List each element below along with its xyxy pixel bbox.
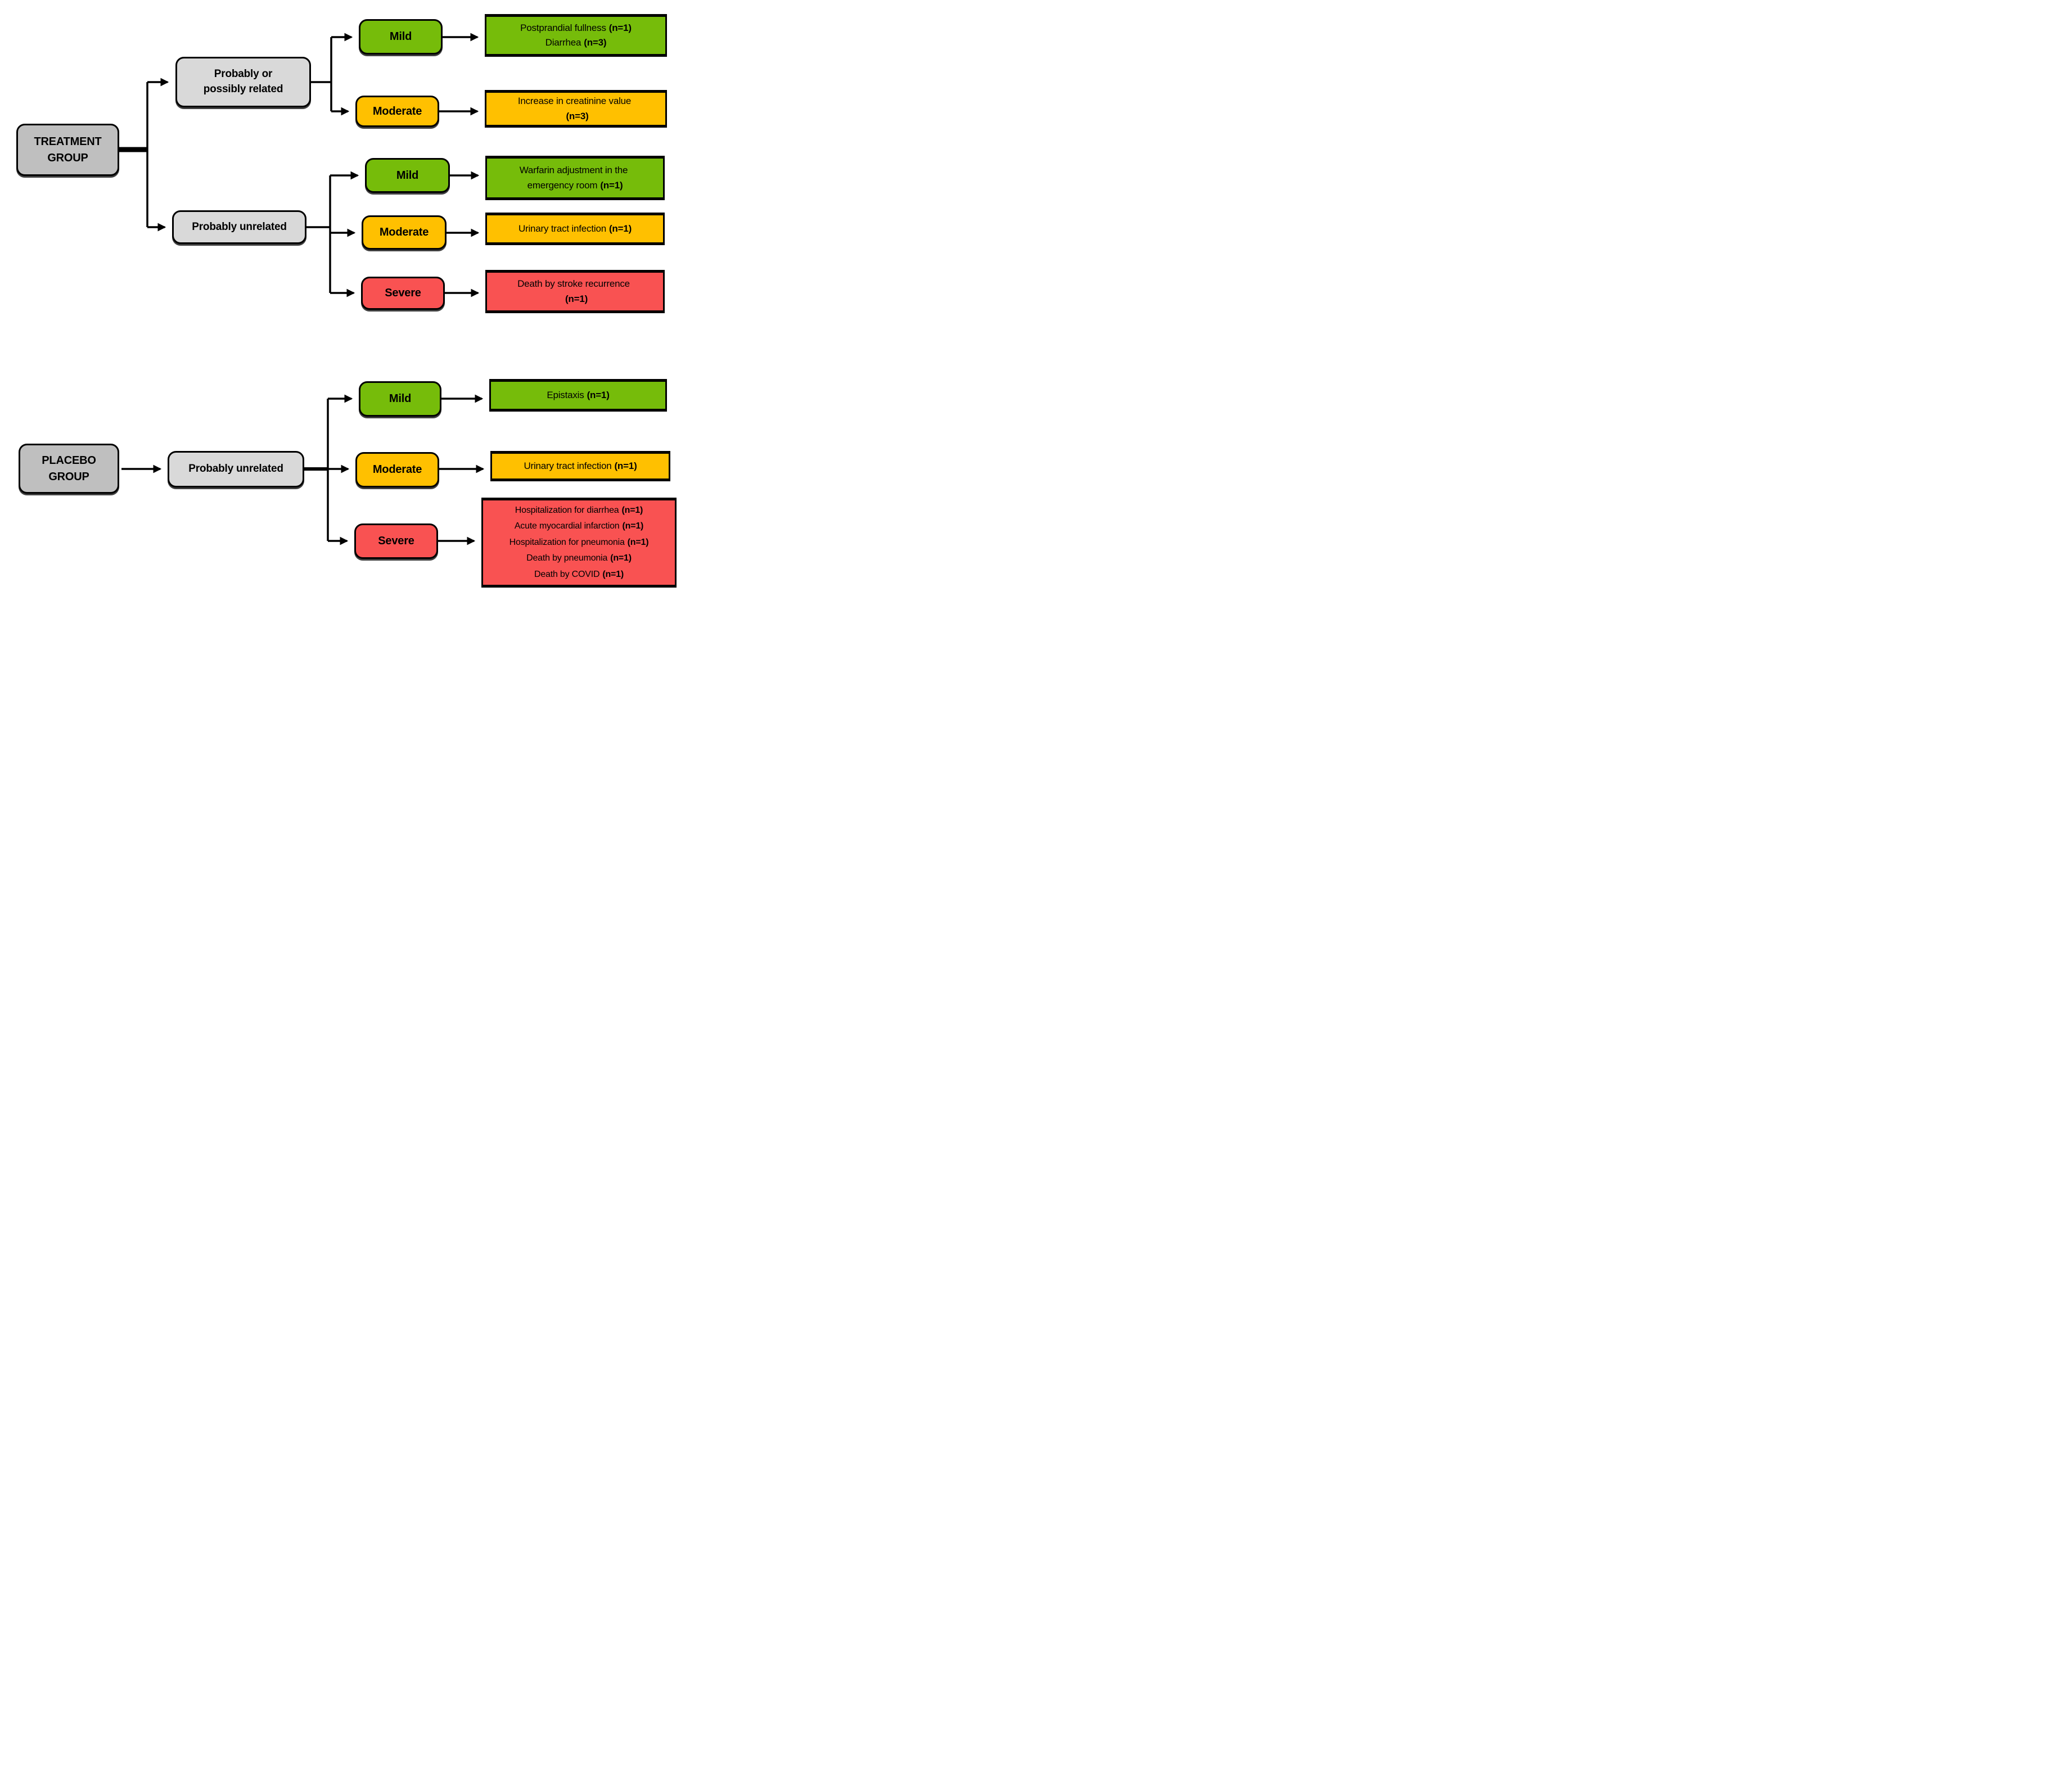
probably-possibly-related-node: Probably or possibly related [175, 57, 311, 107]
event-name: emergency room [527, 179, 598, 191]
event-count: (n=1) [614, 460, 637, 471]
events-box-related-moderate: Increase in creatinine value (n=3) [485, 90, 667, 128]
treatment-probably-unrelated-label: Probably unrelated [192, 220, 287, 233]
severity-moderate-node-3: Moderate [355, 452, 439, 488]
event-count: (n=1) [610, 553, 632, 563]
events-box-placebo-severe: Hospitalization for diarrhea (n=1) Acute… [481, 498, 677, 588]
event-name: Diarrhea [545, 37, 581, 48]
event-count: (n=3) [584, 37, 607, 48]
treatment-probably-unrelated-node: Probably unrelated [172, 210, 306, 244]
event-line: Death by pneumonia (n=1) [526, 550, 632, 566]
treatment-group-line2: GROUP [47, 151, 88, 164]
event-name: Increase in creatinine value [517, 96, 632, 107]
event-line: Hospitalization for pneumonia (n=1) [510, 535, 649, 550]
event-line: Acute myocardial infarction (n=1) [514, 518, 644, 534]
event-name: Postprandial fullness [520, 22, 606, 33]
event-line: Diarrhea (n=3) [545, 35, 607, 50]
event-line: Hospitalization for diarrhea (n=1) [515, 503, 643, 518]
probably-possibly-related-line1: Probably or [214, 68, 273, 80]
event-count: (n=1) [565, 293, 588, 304]
event-count: (n=1) [600, 179, 623, 191]
events-box-placebo-moderate: Urinary tract infection (n=1) [490, 451, 670, 481]
event-line: Death by COVID (n=1) [534, 567, 624, 583]
event-count: (n=1) [622, 521, 644, 531]
events-box-placebo-mild: Epistaxis (n=1) [489, 379, 667, 412]
event-line: emergency room (n=1) [527, 178, 623, 193]
severity-moderate-label-1: Moderate [372, 105, 422, 118]
severity-moderate-node-1: Moderate [355, 96, 439, 127]
event-line: Urinary tract infection (n=1) [524, 459, 637, 473]
event-line: (n=3) [563, 109, 588, 124]
treatment-group-line1: TREATMENT [34, 135, 102, 148]
event-line: Increase in creatinine value [518, 94, 634, 109]
severity-mild-node-3: Mild [359, 381, 441, 417]
placebo-probably-unrelated-label: Probably unrelated [188, 463, 283, 475]
severity-severe-node-1: Severe [361, 277, 445, 310]
event-count: (n=1) [621, 505, 643, 515]
event-count: (n=1) [627, 537, 649, 547]
severity-mild-label-2: Mild [396, 169, 419, 182]
event-name: Warfarin adjustment in the [519, 165, 628, 176]
event-count: (n=1) [587, 389, 610, 400]
event-line: (n=1) [562, 292, 588, 306]
severity-moderate-label-3: Moderate [372, 463, 422, 476]
severity-mild-node-1: Mild [359, 19, 443, 55]
events-box-unrelated-moderate: Urinary tract infection (n=1) [485, 213, 665, 245]
event-name: Urinary tract infection [518, 223, 606, 234]
probably-possibly-related-line2: possibly related [203, 83, 283, 95]
events-box-related-mild: Postprandial fullness (n=1) Diarrhea (n=… [485, 14, 667, 57]
event-name: Epistaxis [547, 389, 584, 400]
event-line: Postprandial fullness (n=1) [520, 21, 632, 35]
event-count: (n=1) [602, 569, 624, 579]
event-name: Death by stroke recurrence [517, 278, 630, 290]
event-line: Death by stroke recurrence [517, 277, 633, 291]
placebo-probably-unrelated-node: Probably unrelated [168, 451, 304, 488]
events-box-unrelated-mild: Warfarin adjustment in the emergency roo… [485, 156, 665, 200]
treatment-group-node: TREATMENT GROUP [16, 124, 119, 176]
severity-mild-label-1: Mild [389, 30, 412, 43]
event-line: Warfarin adjustment in the [520, 163, 631, 178]
event-name: Acute myocardial infarction [514, 521, 620, 531]
placebo-group-line1: PLACEBO [42, 454, 96, 467]
event-name: Hospitalization for diarrhea [515, 505, 619, 515]
severity-mild-label-3: Mild [389, 392, 412, 405]
adverse-events-flowchart: TREATMENT GROUP Probably or possibly rel… [0, 0, 682, 597]
event-count: (n=1) [608, 223, 632, 234]
event-name: Death by pneumonia [526, 553, 608, 563]
severity-moderate-node-2: Moderate [362, 215, 447, 250]
severity-mild-node-2: Mild [365, 158, 450, 193]
severity-severe-label-2: Severe [378, 535, 414, 547]
event-count: (n=1) [608, 22, 632, 33]
events-box-unrelated-severe: Death by stroke recurrence (n=1) [485, 270, 665, 313]
severity-severe-node-2: Severe [354, 523, 438, 559]
connector-lines [119, 33, 485, 545]
event-line: Urinary tract infection (n=1) [518, 222, 632, 236]
placebo-group-node: PLACEBO GROUP [19, 444, 119, 494]
event-name: Death by COVID [534, 569, 600, 579]
event-name: Hospitalization for pneumonia [509, 537, 625, 547]
event-name: Urinary tract infection [524, 460, 612, 471]
event-line: Epistaxis (n=1) [547, 388, 610, 403]
severity-severe-label-1: Severe [385, 287, 421, 299]
severity-moderate-label-2: Moderate [379, 226, 429, 238]
event-count: (n=3) [566, 110, 589, 121]
placebo-group-line2: GROUP [48, 470, 89, 483]
